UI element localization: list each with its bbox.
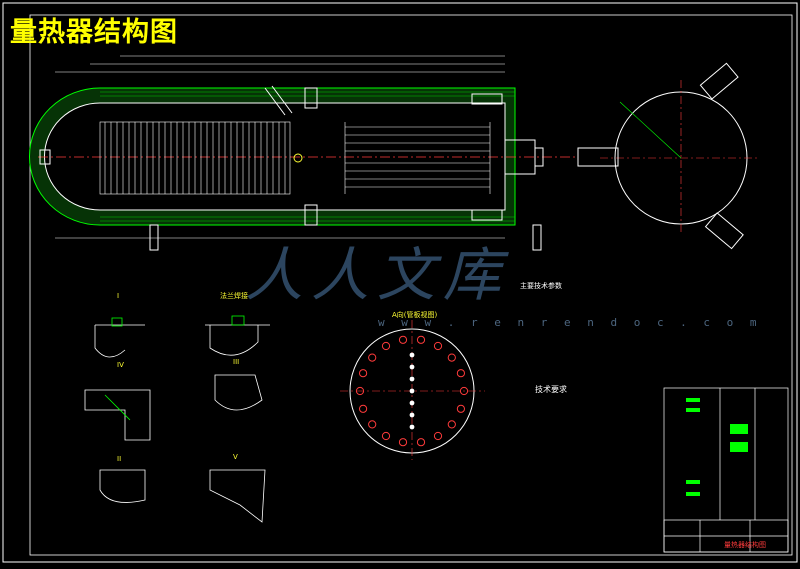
watermark-url: w w w . r e n r e n d o c . c o m xyxy=(378,316,762,329)
bottom-right-nozzle xyxy=(471,209,503,221)
bolt-hole xyxy=(359,404,368,413)
tube-hole xyxy=(409,364,415,370)
label-detail-i: I xyxy=(117,292,120,300)
left-tube-bundle xyxy=(99,121,291,195)
params-heading: 主要技术参数 xyxy=(520,282,562,290)
bolt-hole xyxy=(433,341,443,351)
main-vessel xyxy=(28,55,575,251)
inclined-nozzle xyxy=(264,87,286,116)
label-detail-iv: IV xyxy=(117,361,124,369)
tube-hole xyxy=(409,376,415,382)
inner-frame xyxy=(29,14,793,556)
notes-heading: 技术要求 xyxy=(535,385,567,394)
title-block-name: 量热器结构图 xyxy=(724,541,766,549)
detail-views xyxy=(84,315,270,523)
label-detail-flange: 法兰焊接 xyxy=(220,292,248,300)
title-block xyxy=(663,387,789,553)
center-port xyxy=(293,153,303,163)
bolt-hole xyxy=(416,438,426,447)
end-view xyxy=(577,62,760,250)
bolt-hole xyxy=(398,438,408,447)
top-right-nozzle xyxy=(471,93,503,105)
left-cap-port xyxy=(39,149,51,165)
support-leg-left xyxy=(149,224,159,251)
table-markers xyxy=(686,398,748,496)
label-tubesheet: A向(管板视图) xyxy=(392,311,438,319)
bolt-hole xyxy=(447,420,456,429)
bolt-hole xyxy=(459,386,469,396)
vessel-shell xyxy=(44,102,506,211)
bolt-hole xyxy=(368,353,377,362)
bolt-hole xyxy=(456,369,465,378)
bolt-hole xyxy=(381,341,391,351)
tube-hole xyxy=(409,388,415,394)
bolt-hole xyxy=(398,335,408,344)
watermark-text: 人人文库 xyxy=(245,241,510,309)
bolt-hole xyxy=(416,335,426,344)
bolt-hole xyxy=(433,431,443,441)
label-detail-iii: III xyxy=(233,358,240,366)
bolt-hole xyxy=(456,404,465,413)
bottom-support xyxy=(304,204,318,226)
drawing-title: 量热器结构图 xyxy=(10,17,178,48)
top-support xyxy=(304,87,318,109)
label-detail-v: V xyxy=(233,453,238,461)
tube-hole xyxy=(409,412,415,418)
bolt-hole xyxy=(355,386,365,396)
bolt-hole xyxy=(359,369,368,378)
right-tube-bundle xyxy=(344,122,491,194)
tube-hole xyxy=(409,424,415,430)
label-detail-ii: II xyxy=(117,455,122,463)
tube-hole xyxy=(409,400,415,406)
bolt-hole xyxy=(381,431,391,441)
support-leg-right xyxy=(532,224,542,251)
bolt-hole xyxy=(368,420,377,429)
bolt-hole xyxy=(447,353,456,362)
tube-hole xyxy=(409,352,415,358)
